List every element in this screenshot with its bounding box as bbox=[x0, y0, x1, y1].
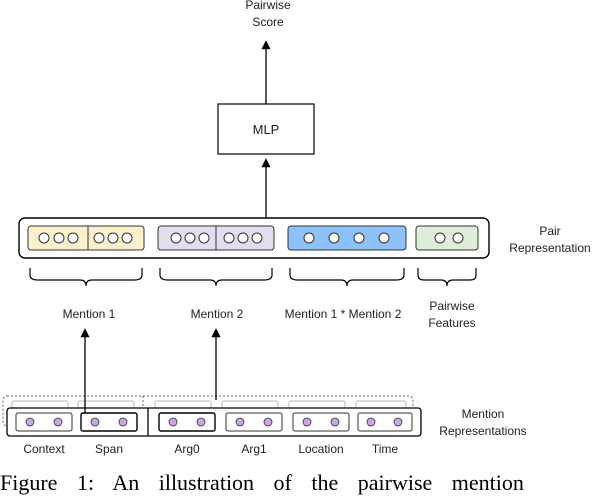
bottom-label-arg1: Arg1 bbox=[241, 442, 267, 456]
segment-label-features-line2: Features bbox=[428, 316, 475, 330]
product-vector bbox=[287, 225, 407, 251]
mention-label-line2: Representations bbox=[439, 424, 526, 438]
segment-label-mention1: Mention 1 bbox=[63, 307, 116, 321]
segment-label-features-line1: Pairwise bbox=[429, 299, 475, 313]
bottom-label-context: Context bbox=[23, 442, 65, 456]
pairwise-score-label-line1: Pairwise bbox=[245, 0, 291, 12]
brace-mention2 bbox=[159, 268, 273, 287]
bottom-label-arg0: Arg0 bbox=[174, 442, 200, 456]
brace-mention1 bbox=[29, 268, 143, 287]
context-vector bbox=[15, 412, 73, 432]
mlp-label: MLP bbox=[253, 122, 280, 137]
pair-label-line1: Pair bbox=[539, 224, 560, 238]
segment-label-product: Mention 1 * Mention 2 bbox=[285, 307, 402, 321]
mlp-box bbox=[217, 103, 315, 155]
mention1-vector bbox=[27, 225, 145, 251]
brace-features bbox=[417, 268, 477, 287]
pairwise-scoring-diagram: Pairwise Score MLP bbox=[2, 0, 591, 456]
arg0-vector bbox=[158, 412, 216, 432]
mention2-vector bbox=[157, 225, 275, 251]
bottom-label-time: Time bbox=[372, 442, 399, 456]
bottom-label-location: Location bbox=[298, 442, 343, 456]
span-vector bbox=[80, 412, 138, 432]
time-vector bbox=[357, 412, 413, 432]
segment-label-mention2: Mention 2 bbox=[191, 307, 244, 321]
location-vector bbox=[292, 412, 350, 432]
pair-label-line2: Representation bbox=[509, 241, 590, 255]
mention-label-line1: Mention bbox=[462, 407, 505, 421]
pairwise-score-label-line2: Score bbox=[252, 15, 284, 29]
pairwise-features-vector bbox=[415, 225, 479, 251]
arg1-vector bbox=[225, 412, 283, 432]
brace-product bbox=[289, 268, 405, 287]
figure-caption: Figure 1: An illustration of the pairwis… bbox=[0, 470, 524, 495]
bottom-label-span: Span bbox=[95, 442, 123, 456]
